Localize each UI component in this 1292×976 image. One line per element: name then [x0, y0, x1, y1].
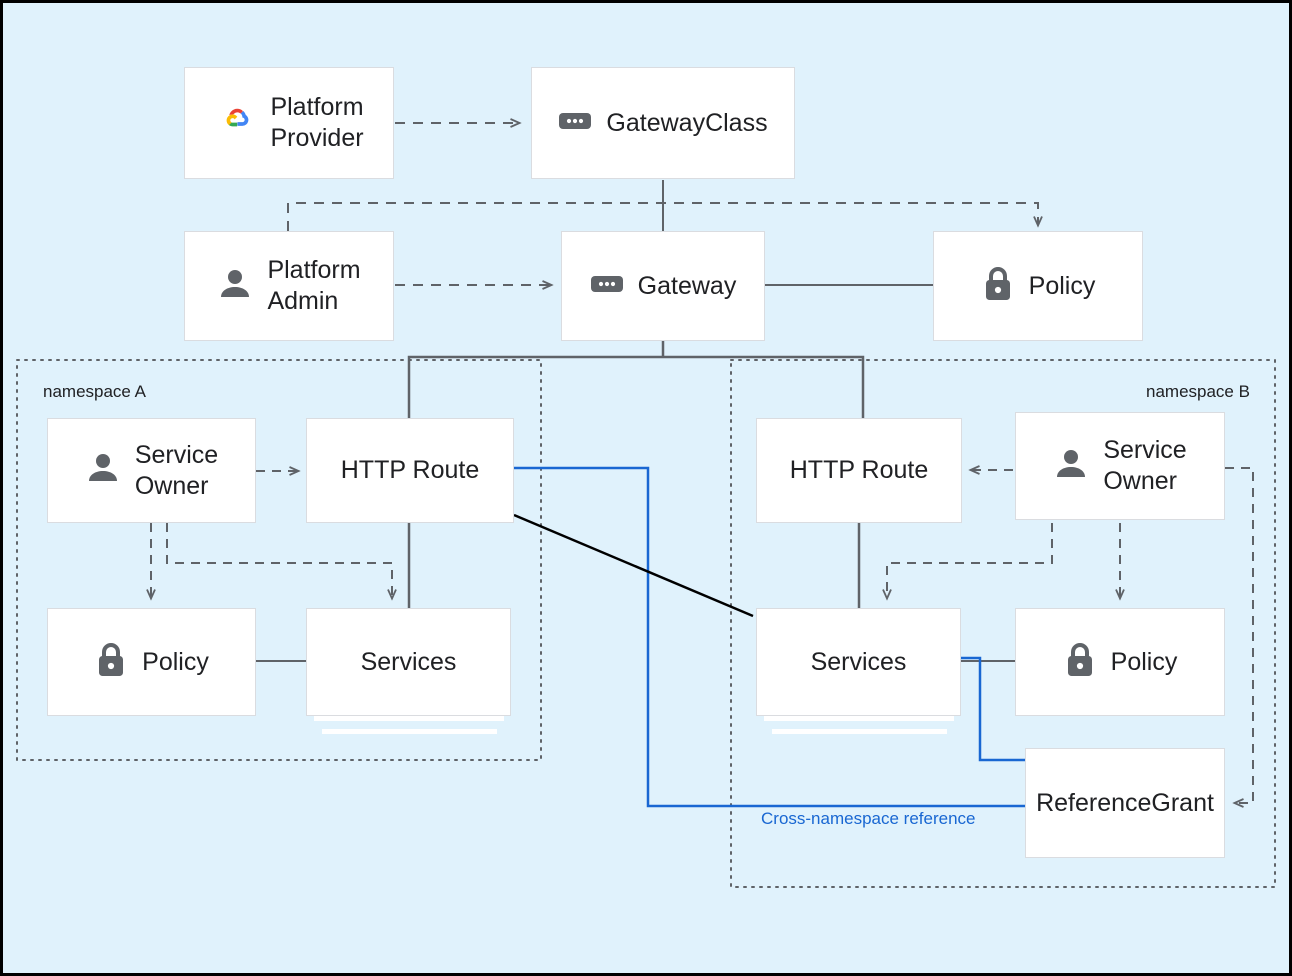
namespace-b-label: namespace B — [1146, 382, 1250, 401]
node-policy-b[interactable]: Policy — [1015, 608, 1225, 716]
services-b-stack-line-1 — [764, 716, 954, 721]
node-policy-b-label: Policy — [1110, 647, 1178, 676]
edge-owner-b-to-referencegrant — [1225, 467, 1254, 803]
node-service-owner-a[interactable]: Service Owner — [47, 418, 256, 523]
node-http-route-a-label: HTTP Route — [340, 456, 480, 484]
edge-services-b-to-referencegrant — [961, 656, 1025, 762]
cross-namespace-reference-label: Cross-namespace reference — [761, 809, 976, 828]
node-service-owner-b-label: Service Owner — [1103, 436, 1187, 495]
edge-cross-namespace-route — [513, 466, 1025, 808]
namespace-a-label: namespace A — [43, 382, 147, 401]
node-policy-top-label: Policy — [1028, 271, 1096, 300]
lock-icon — [981, 265, 1015, 308]
lock-icon — [1063, 641, 1097, 684]
node-http-route-b[interactable]: HTTP Route — [756, 418, 962, 523]
node-policy-top[interactable]: Policy — [933, 231, 1143, 341]
resource-chip-icon — [558, 109, 592, 138]
node-gateway-label: Gateway — [637, 271, 737, 300]
node-service-owner-b[interactable]: Service Owner — [1015, 412, 1225, 520]
node-gatewayclass[interactable]: GatewayClass — [531, 67, 795, 179]
node-gateway[interactable]: Gateway — [561, 231, 765, 341]
namespace-b-boundary — [730, 359, 1276, 888]
lock-icon — [94, 641, 128, 684]
node-http-route-b-label: HTTP Route — [789, 456, 929, 484]
node-policy-a[interactable]: Policy — [47, 608, 256, 716]
node-reference-grant-label: ReferenceGrant — [1036, 788, 1214, 817]
node-http-route-a[interactable]: HTTP Route — [306, 418, 514, 523]
person-icon — [217, 266, 253, 307]
node-platform-provider-label: Platform Provider — [270, 93, 364, 152]
connector-layer: GatewayClass (dashed) --> Gateway (solid… — [16, 3, 1276, 888]
node-platform-admin-label: Platform Admin — [267, 256, 361, 315]
services-a-stack-line-2 — [322, 729, 497, 734]
edge-route-a-to-services-b — [513, 513, 754, 618]
edge-owner-a-to-services-a — [166, 523, 392, 598]
node-reference-grant[interactable]: ReferenceGrant — [1025, 748, 1225, 858]
node-service-owner-a-label: Service Owner — [134, 440, 219, 500]
google-cloud-icon — [214, 100, 256, 147]
node-services-a[interactable]: Services — [306, 608, 511, 716]
edge-owner-b-to-services-b — [887, 523, 1053, 598]
person-icon — [1053, 446, 1089, 487]
edge-admin-to-policy — [287, 202, 1038, 231]
node-platform-provider[interactable]: Platform Provider — [184, 67, 394, 179]
node-platform-admin[interactable]: Platform Admin — [184, 231, 394, 341]
services-b-stack-line-2 — [772, 729, 947, 734]
namespace-a-boundary — [16, 359, 542, 761]
resource-chip-icon — [590, 272, 624, 301]
person-icon — [85, 450, 121, 491]
node-policy-a-label: Policy — [142, 647, 209, 676]
node-services-a-label: Services — [360, 647, 457, 676]
node-services-b[interactable]: Services — [756, 608, 961, 716]
edge-gateway-to-routes — [407, 340, 865, 418]
node-services-b-label: Services — [810, 647, 907, 676]
services-a-stack-line-1 — [314, 716, 504, 721]
node-gatewayclass-label: GatewayClass — [606, 108, 768, 137]
